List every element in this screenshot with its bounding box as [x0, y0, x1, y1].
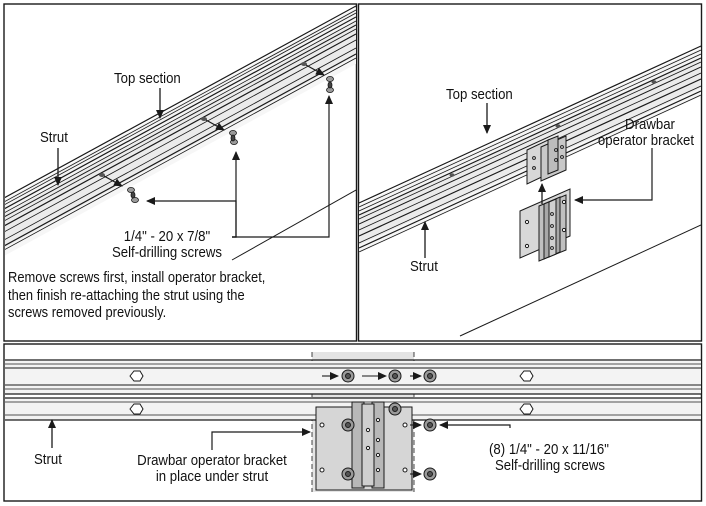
instruction-line-2: then finish re-attaching the strut using…	[8, 286, 245, 304]
screw-icon	[341, 467, 355, 481]
instruction-line-3: screws removed previously.	[8, 304, 167, 321]
top-section-label: Top section	[114, 70, 181, 87]
rail-bolts	[129, 370, 534, 415]
top-right-illustration	[359, 45, 701, 337]
screw-arrows	[322, 372, 422, 478]
bracket-label-line2: operator bracket	[597, 132, 695, 149]
screw-spec-line2: Self-drilling screws	[111, 244, 223, 261]
screw-spec-line1: 1/4" - 20 x 7/8"	[123, 228, 211, 245]
panel-frame-top-left	[3, 3, 358, 342]
removal-arrows	[103, 64, 325, 187]
screw-icon	[229, 129, 238, 145]
screw-icon	[326, 76, 334, 94]
bolt-icon	[129, 403, 144, 415]
screws-leader	[439, 421, 511, 429]
operator-bracket-installed	[315, 401, 413, 491]
screw-spec-line2: Self-drilling screws	[494, 457, 606, 474]
reference-line	[459, 224, 701, 337]
screw-leader-lines	[146, 95, 333, 238]
panel-frame-top-right	[357, 3, 703, 342]
screw-icon	[127, 186, 139, 203]
strut-label: Strut	[40, 129, 68, 146]
top-section-label: Top section	[446, 86, 513, 103]
bolt-icon	[129, 370, 144, 382]
strut-screw-holes	[99, 62, 307, 177]
track-rail	[5, 5, 356, 256]
strut-screw-holes	[449, 80, 657, 177]
bolt-icon	[519, 403, 534, 415]
bracket-screws	[341, 369, 437, 481]
bracket-label-line1: Drawbar operator bracket	[137, 452, 287, 469]
bottom-illustration	[5, 352, 701, 492]
screw-icon	[423, 418, 437, 432]
strut-label: Strut	[410, 258, 438, 275]
bracket-leader	[211, 428, 311, 450]
operator-bracket-mounted	[526, 135, 567, 185]
instruction-line-1: Remove screws first, install operator br…	[8, 269, 266, 286]
bolt-icon	[519, 370, 534, 382]
screw-icon	[388, 402, 402, 416]
screw-icon	[388, 369, 402, 383]
bracket-leader	[574, 148, 653, 204]
removed-screws	[127, 76, 334, 203]
instruction-note: Remove screws first, install operator br…	[8, 269, 265, 322]
bracket-label-line1: Drawbar	[625, 116, 675, 133]
screw-icon	[423, 467, 437, 481]
screw-spec-line1: (8) 1/4" - 20 x 11/16"	[489, 441, 609, 458]
top-left-illustration	[5, 5, 356, 261]
screw-icon	[423, 369, 437, 383]
screw-icon	[341, 418, 355, 432]
strut-label: Strut	[34, 451, 62, 468]
operator-bracket-loose	[519, 188, 571, 262]
reference-line	[231, 189, 356, 261]
screw-icon	[341, 369, 355, 383]
panel-frame-bottom	[3, 343, 703, 502]
bracket-label-line2: in place under strut	[155, 468, 269, 485]
